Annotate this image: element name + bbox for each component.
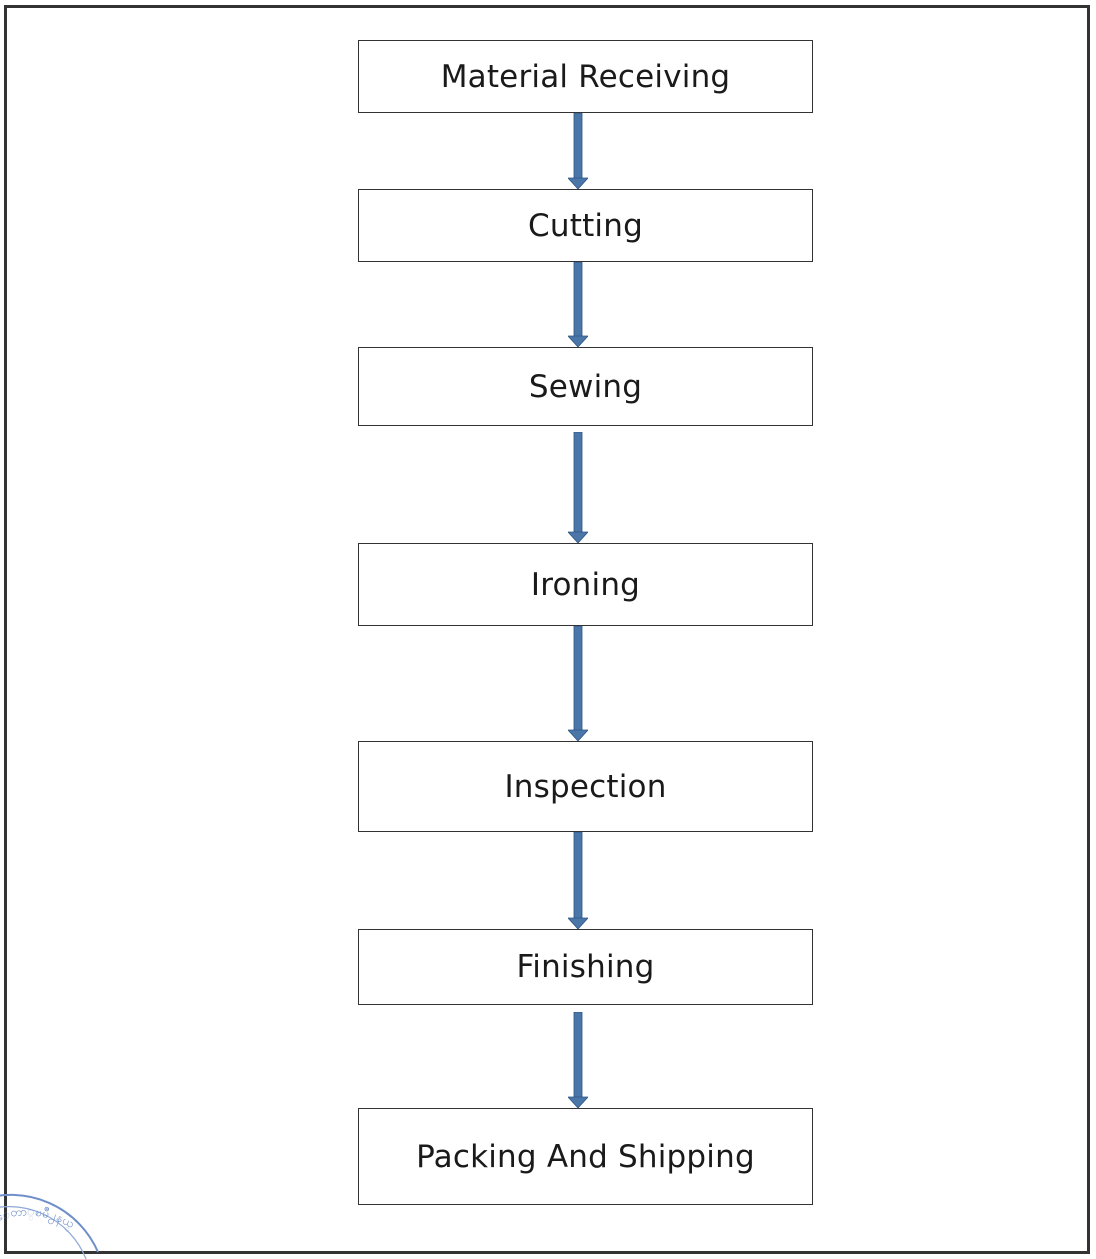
step-label: Sewing [528,368,643,405]
step-packing-and-shipping: Packing And Shipping [358,1108,813,1205]
seal-stamp-graphic: ေတာ္ၿမိဳ႕နယ္ [0,1193,99,1259]
arrow-head [568,729,588,741]
arrow-shaft [573,832,583,920]
arrow-shaft [573,262,583,338]
step-cutting: Cutting [358,189,813,262]
step-label: Cutting [528,207,643,244]
arrow-head [568,1096,588,1108]
arrow-down-icon [568,832,588,929]
arrow-head [568,531,588,543]
step-label: Packing And Shipping [416,1138,755,1175]
arrow-head [568,177,588,189]
arrow-down-icon [568,262,588,347]
step-material-receiving: Material Receiving [358,40,813,113]
step-ironing: Ironing [358,543,813,626]
arrow-down-icon [568,626,588,741]
step-label: Finishing [516,949,655,985]
step-label: Material Receiving [440,58,731,95]
step-finishing: Finishing [358,929,813,1005]
arrow-shaft [573,626,583,732]
arrow-down-icon [568,432,588,543]
step-label: Ironing [530,566,641,603]
step-sewing: Sewing [358,347,813,426]
arrow-shaft [573,432,583,534]
arrow-down-icon [568,1012,588,1108]
arrow-down-icon [568,113,588,189]
arrow-shaft [573,113,583,180]
arrow-head [568,335,588,347]
step-label: Inspection [504,768,667,805]
arrow-shaft [573,1012,583,1099]
seal-stamp: ေတာ္ၿမိဳ႕နယ္ [0,1190,100,1259]
arrow-head [568,917,588,929]
step-inspection: Inspection [358,741,813,832]
